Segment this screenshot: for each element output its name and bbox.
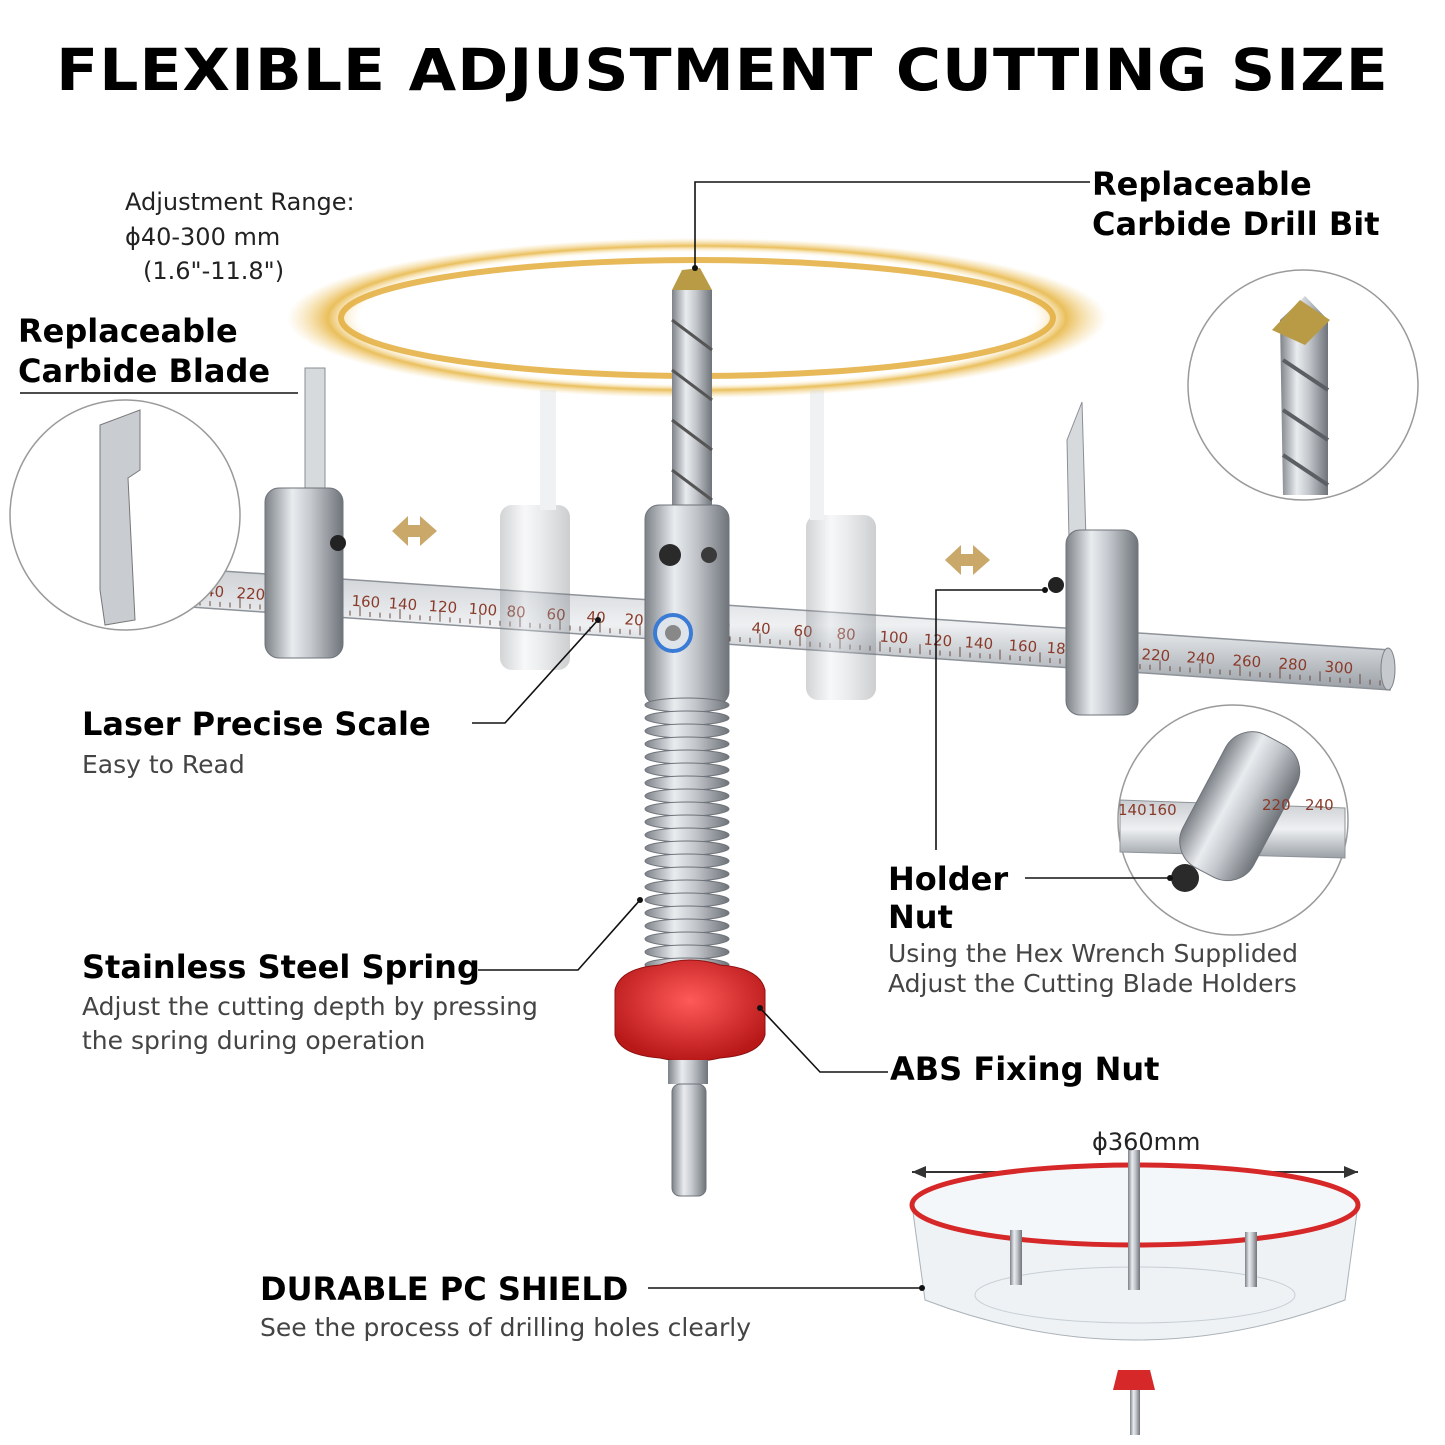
ghost-holder-left — [500, 390, 570, 670]
scale-tick-label: 120 — [923, 631, 953, 651]
spring-coil — [644, 697, 730, 713]
scale-tick-label: 100 — [468, 600, 498, 620]
scale-tick-label: 220 — [236, 584, 266, 604]
scale-tick-label: 280 — [1278, 655, 1308, 675]
spring-coil — [644, 918, 730, 934]
blade-holder-left — [264, 367, 346, 659]
scale-tick-label: 140 — [964, 633, 994, 653]
shield-title: DURABLE PC SHIELD — [260, 1270, 629, 1308]
range-label: Adjustment Range: — [125, 188, 355, 216]
inset-tick: 220 — [1262, 796, 1291, 814]
spring-desc-2: the spring during operation — [82, 1026, 426, 1055]
scale-tick-label: 40 — [751, 619, 771, 638]
left-right-arrow-icon — [392, 516, 990, 575]
spring-coil — [644, 840, 730, 856]
scale-tick-label: 260 — [1232, 651, 1262, 671]
drill-bit — [671, 268, 713, 520]
drill-bit-title-2: Carbide Drill Bit — [1092, 205, 1380, 243]
holder-nut-title-1: Holder — [888, 860, 1009, 898]
pc-shield — [909, 1150, 1361, 1435]
scale-tick-label: 20 — [624, 610, 644, 629]
scale-tick-label: 220 — [1141, 645, 1171, 665]
scale-tick-label: 160 — [1008, 636, 1038, 656]
page-title: FLEXIBLE ADJUSTMENT CUTTING SIZE — [56, 36, 1389, 104]
abs-fixing-nut — [614, 959, 766, 1197]
scale-tick-label: 140 — [388, 594, 418, 614]
shield-desc: See the process of drilling holes clearl… — [260, 1313, 752, 1342]
leader-dots — [595, 265, 1173, 1291]
spring-coil — [644, 723, 730, 739]
inset-tick: 240 — [1305, 796, 1334, 814]
spring-coil — [644, 944, 730, 960]
scale-tick-label: 40 — [586, 608, 606, 627]
blade-title-2: Carbide Blade — [18, 352, 271, 390]
range-imperial: (1.6"-11.8") — [143, 257, 285, 285]
inset-tick: 140 — [1118, 801, 1147, 819]
stainless-spring — [644, 697, 730, 973]
spring-coil — [644, 788, 730, 804]
center-shaft — [644, 504, 730, 706]
spring-coil — [644, 879, 730, 895]
spring-coil — [644, 710, 730, 726]
spring-coil — [644, 866, 730, 882]
inset-tick: 160 — [1148, 801, 1177, 819]
scale-title: Laser Precise Scale — [82, 705, 431, 743]
drill-bit-title-1: Replaceable — [1092, 165, 1312, 203]
holder-nut-title-2: Nut — [888, 898, 953, 936]
range-metric: ɸ40-300 mm — [125, 223, 281, 251]
inset-drill-circle — [1187, 269, 1419, 501]
spring-title: Stainless Steel Spring — [82, 948, 480, 986]
blade-title-1: Replaceable — [18, 312, 238, 350]
scale-tick-label: 100 — [879, 628, 909, 648]
spring-coil — [644, 853, 730, 869]
spring-coil — [644, 814, 730, 830]
spring-coil — [644, 801, 730, 817]
scale-tick-label: 300 — [1324, 658, 1354, 678]
spring-coil — [644, 905, 730, 921]
shield-diameter: ɸ360mm — [1092, 1128, 1201, 1156]
holder-nut-desc-1: Using the Hex Wrench Supplided — [888, 939, 1298, 968]
scale-tick-label: 120 — [428, 597, 458, 617]
spring-coil — [644, 736, 730, 752]
leader-lines — [20, 181, 1170, 1289]
spring-coil — [644, 749, 730, 765]
spring-coil — [644, 775, 730, 791]
ghost-holder-right — [806, 390, 876, 700]
blade-holder-right — [1048, 401, 1139, 716]
inset-holder-circle: 140 160 220 240 — [1117, 704, 1349, 936]
scale-tick-label: 160 — [351, 592, 381, 612]
spring-desc-1: Adjust the cutting depth by pressing — [82, 992, 538, 1021]
fixing-nut-title: ABS Fixing Nut — [890, 1050, 1160, 1088]
inset-blade-circle — [9, 399, 241, 631]
spring-coil — [644, 931, 730, 947]
scale-desc: Easy to Read — [82, 750, 245, 779]
scale-tick-label: 240 — [1186, 648, 1216, 668]
spring-coil — [644, 892, 730, 908]
spring-coil — [644, 762, 730, 778]
holder-nut-desc-2: Adjust the Cutting Blade Holders — [888, 969, 1297, 998]
spring-coil — [644, 827, 730, 843]
